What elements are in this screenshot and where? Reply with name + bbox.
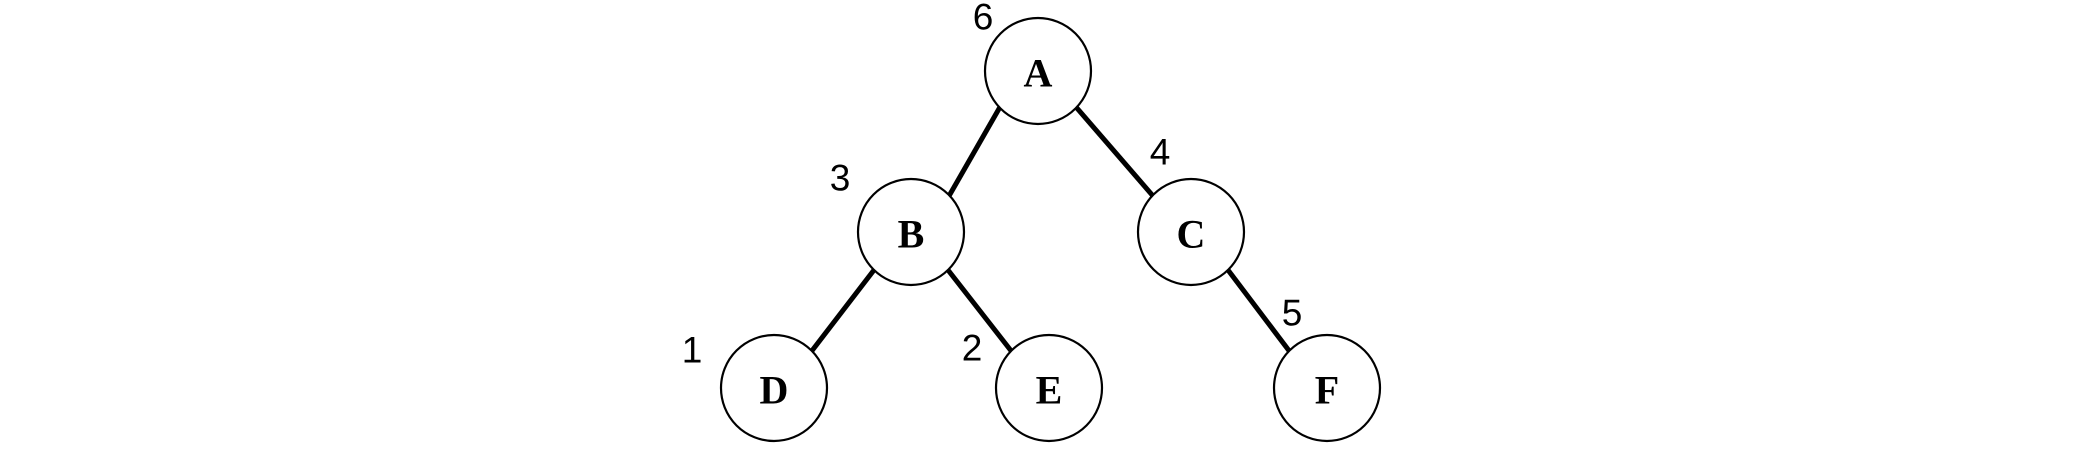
edge-a-b	[946, 105, 1003, 198]
weight-label-a-c: 4	[1150, 132, 1171, 173]
edge-c-f	[1226, 268, 1292, 354]
node-d[interactable]: D	[719, 333, 829, 443]
weight-label-b-e: 2	[962, 328, 983, 369]
edge-b-e	[946, 268, 1014, 354]
nodes-group: A B C D E F	[719, 16, 1382, 443]
weight-label-c-f: 5	[1282, 293, 1303, 334]
node-e-circle[interactable]	[994, 333, 1104, 443]
node-a[interactable]: A	[983, 16, 1093, 126]
node-e[interactable]: E	[994, 333, 1104, 443]
node-c-label: C	[1177, 212, 1206, 257]
node-d-label: D	[760, 368, 789, 413]
node-b[interactable]: B	[856, 177, 966, 287]
node-c[interactable]: C	[1136, 177, 1246, 287]
node-f-circle[interactable]	[1272, 333, 1382, 443]
node-a-circle[interactable]	[983, 16, 1093, 126]
node-f[interactable]: F	[1272, 333, 1382, 443]
edge-a-c	[1074, 105, 1155, 198]
node-b-circle[interactable]	[856, 177, 966, 287]
node-d-circle[interactable]	[719, 333, 829, 443]
node-c-circle[interactable]	[1136, 177, 1246, 287]
node-f-label: F	[1315, 368, 1339, 413]
node-a-label: A	[1024, 51, 1053, 96]
edge-b-d	[809, 268, 876, 354]
edges-group	[809, 105, 1292, 354]
node-b-label: B	[898, 212, 925, 257]
node-e-label: E	[1036, 368, 1063, 413]
edge-weight-labels-group: 6 3 4 1 2 5	[682, 0, 1303, 371]
weight-label-b-d: 1	[682, 330, 703, 371]
weight-label-a-b: 3	[830, 158, 851, 199]
weight-label-root-a: 6	[973, 0, 994, 38]
